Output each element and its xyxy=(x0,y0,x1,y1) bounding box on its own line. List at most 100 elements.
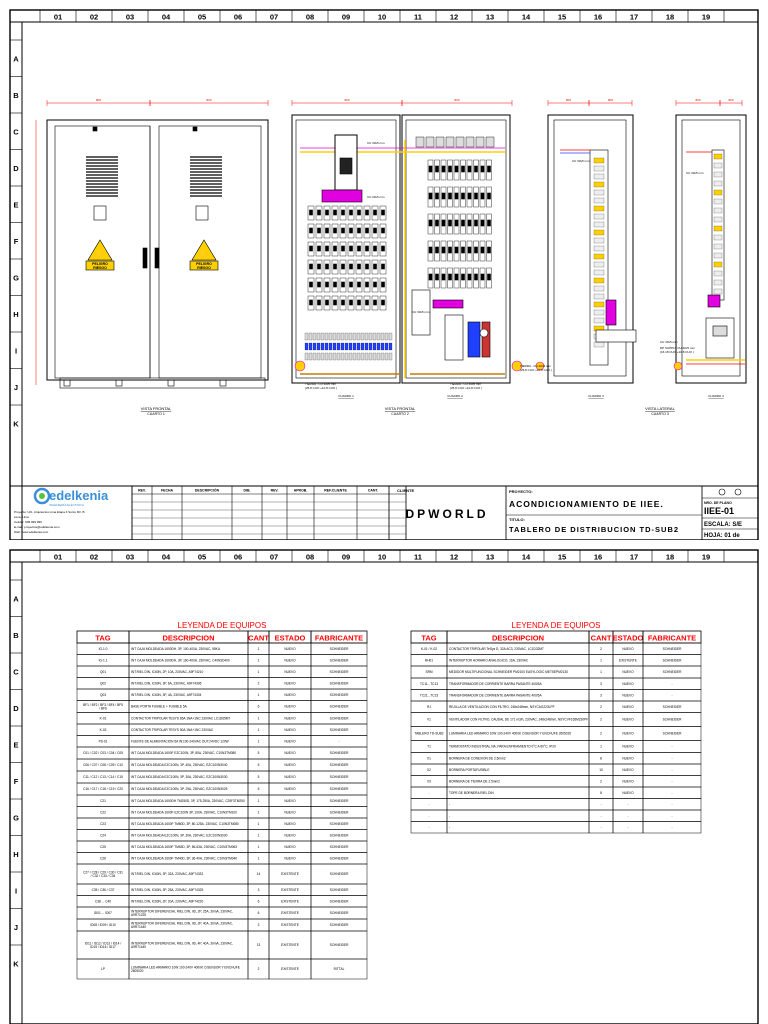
projection-symbol-icon xyxy=(734,488,742,496)
terminal-block xyxy=(713,225,723,232)
legend-value: 1 xyxy=(258,845,260,849)
legend-description: A9R71440 xyxy=(131,945,146,949)
breaker-toggle xyxy=(448,246,452,254)
legend-description: LUMINARIA LED ARMARIO 10W 100-240V 4000K… xyxy=(449,732,571,736)
door-handle xyxy=(154,247,160,269)
base-foot xyxy=(63,379,71,387)
column-label: 15 xyxy=(558,553,566,562)
legend-value: NUEVO xyxy=(284,856,296,860)
project-name: ACONDICIONAMIENTO DE IIEE. xyxy=(509,499,664,509)
legend-value: 1 xyxy=(600,670,602,674)
door-lock xyxy=(195,205,209,221)
legend-value: NUEVO xyxy=(284,763,296,767)
dimension-value: 800 xyxy=(728,98,733,102)
terminal-block xyxy=(328,332,333,341)
number-box xyxy=(701,485,759,540)
breaker-toggle xyxy=(325,245,329,252)
breaker-toggle xyxy=(357,263,361,270)
breaker-toggle xyxy=(317,263,321,270)
legend-value: SCHNEIDER xyxy=(330,670,349,674)
busbar-label: CU 30x5 mm xyxy=(572,159,590,163)
legend-value: NUEVO xyxy=(284,693,296,697)
legend-header: DESCRIPCION xyxy=(162,634,214,643)
legend-description: BASE PORTA FUSIBLE + FUSIBLE 5A xyxy=(131,705,188,709)
legend-tag: C24 xyxy=(100,833,106,837)
row-label: C xyxy=(13,127,19,136)
breaker-toggle xyxy=(349,299,353,306)
breaker-toggle xyxy=(487,192,491,200)
terminal-block xyxy=(593,245,605,252)
breaker-toggle xyxy=(309,281,313,288)
danger-icon xyxy=(191,239,217,261)
terminal-block xyxy=(352,332,357,341)
row-label: I xyxy=(15,886,17,895)
legend-value: SCHNEIDER xyxy=(663,658,682,662)
legend-description: INT CAJA MOLDEADA 1600DH TM250D, 3P, 175… xyxy=(131,799,245,803)
legend-description: INT CAJA MOLDEADA 1600F TM63D, 3P, 56-63… xyxy=(131,845,237,849)
legend-cell xyxy=(310,958,368,980)
breaker-toggle xyxy=(454,219,459,227)
terminal-block xyxy=(593,173,605,180)
breaker-toggle xyxy=(341,299,345,306)
view-caption: CUADRO 3 xyxy=(588,394,604,398)
legend-tag: C06 / C07 / C08 / C09 / C10 xyxy=(83,763,123,767)
legend-description: INT CAJA MOLDEADA 1600DH, 3P, 100-400A, … xyxy=(131,647,221,651)
legend-value: NUEVO xyxy=(284,787,296,791)
revision-header: APROB. xyxy=(294,489,308,493)
legend-value: 10 xyxy=(599,768,603,772)
legend-value: 1 xyxy=(258,693,260,697)
terminal-block xyxy=(713,162,723,169)
breaker-toggle xyxy=(365,245,369,252)
legend-value: - xyxy=(671,814,672,818)
row-label: K xyxy=(13,959,19,968)
legend-title: LEYENDA DE EQUIPOS xyxy=(512,621,601,630)
legend-header: CANT xyxy=(248,634,269,643)
column-label: 07 xyxy=(270,553,278,562)
column-label: 11 xyxy=(414,553,422,562)
terminal-block xyxy=(713,207,723,214)
base-foot xyxy=(219,379,227,387)
legend-cell xyxy=(446,809,590,822)
breaker-toggle xyxy=(428,246,433,254)
legend-description: INT CAJA MOLDEADA EZC100N, 3P, 40A, 230V… xyxy=(131,763,228,767)
legend-value: NUEVO xyxy=(622,693,634,697)
main-breaker-handle xyxy=(339,157,353,175)
legend-value: EXISTENTE xyxy=(281,967,299,971)
column-label: 05 xyxy=(198,13,206,22)
breaker-toggle xyxy=(461,165,465,173)
client-name: DPWORLD xyxy=(406,507,489,521)
view-caption: VISTA FRONTAL xyxy=(385,406,416,411)
column-label: 12 xyxy=(450,553,458,562)
legend-value: NUEVO xyxy=(284,799,296,803)
legend-value: 2 xyxy=(600,705,602,709)
breaker-toggle xyxy=(474,165,478,173)
terminal-block xyxy=(593,221,605,228)
breaker-toggle xyxy=(333,227,337,234)
legend-tag: X3 xyxy=(427,779,431,783)
row-label: F xyxy=(14,237,19,246)
breaker-toggle xyxy=(461,219,465,227)
row-label: G xyxy=(13,813,19,822)
legend-value: - xyxy=(671,791,672,795)
legend-value: 1 xyxy=(258,810,260,814)
legend-description: A9R71225 xyxy=(131,913,146,917)
terminal-block xyxy=(332,332,337,341)
legend-tag: RJ xyxy=(427,705,431,709)
terminal-block xyxy=(713,153,723,160)
column-label: 17 xyxy=(630,553,638,562)
breaker-toggle xyxy=(365,227,369,234)
breaker-toggle xyxy=(341,209,345,216)
row-label: D xyxy=(13,164,19,173)
terminal-block xyxy=(713,189,723,196)
breaker-toggle xyxy=(333,299,337,306)
legend-value: 1 xyxy=(258,658,260,662)
legend-tag: - xyxy=(428,802,429,806)
legend-value: EXISTENTE xyxy=(281,872,299,876)
terminal-block xyxy=(304,342,309,351)
terminal-group xyxy=(481,321,491,358)
breaker-toggle xyxy=(373,281,377,288)
legend-value: SCHNEIDER xyxy=(330,810,349,814)
